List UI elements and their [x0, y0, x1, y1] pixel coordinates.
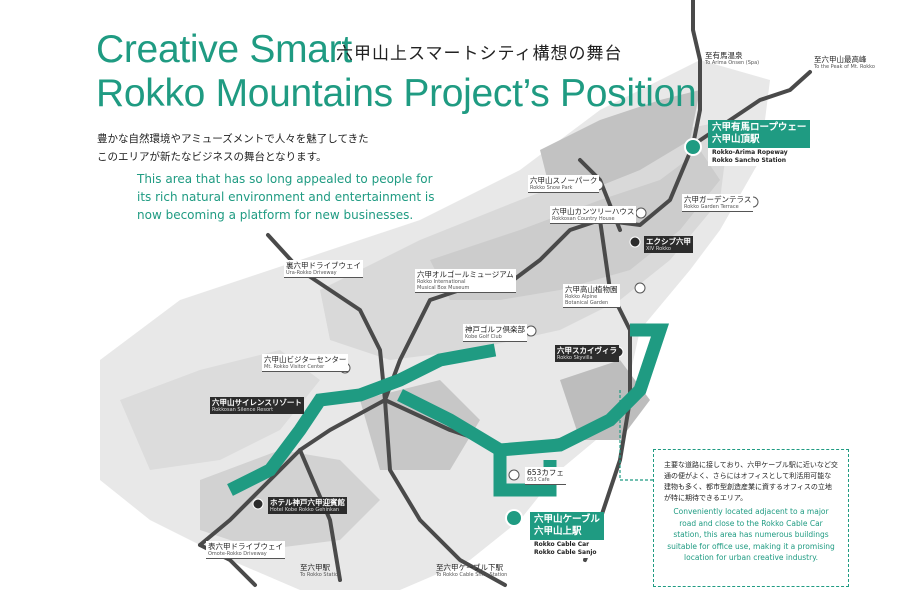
cable-en1: Rokko Cable Car	[534, 541, 590, 548]
terrain-area	[540, 90, 700, 190]
label-summit-jp: 至六甲山最高峰	[814, 55, 867, 64]
road-west-lower	[298, 448, 342, 582]
label-skyvilla: 六甲スカイヴィラ Rokko Skyvilla	[555, 345, 619, 362]
label-summit-en: To the Peak of Mt. Rokko	[814, 64, 875, 70]
label-cable-shita: 至六甲ケーブル下駅 To Rokko Cable Shita Station	[434, 562, 509, 579]
gehinkan-jp: ホテル神戸六甲迎賓館	[270, 498, 345, 507]
label-gehinkan: ホテル神戸六甲迎賓館 Hotel Kobe Rokko Gehinkan	[268, 497, 347, 514]
alpine-en2: Botanical Garden	[565, 300, 609, 306]
xiv-en: XIV Rokko	[646, 246, 671, 252]
ropeway-en1: Rokko-Arima Ropeway	[712, 149, 788, 156]
terrain-area	[430, 150, 720, 300]
station-marker-ropeway	[684, 138, 702, 156]
road-to-arima	[691, 0, 702, 147]
highlight-route-west	[227, 343, 497, 496]
music-box-jp: 六甲オルゴールミュージアム	[417, 270, 514, 279]
highlight-route-east	[397, 323, 670, 457]
cafe-jp: 653カフェ	[527, 468, 564, 477]
intro-jp-line2: このエリアが新たなビジネスの舞台となります。	[97, 151, 327, 163]
golf-jp: 神戸ゴルフ倶楽部	[465, 325, 525, 334]
garden-terrace-jp: 六甲ガーデンテラス	[684, 195, 752, 204]
label-arima-jp: 至有馬温泉	[705, 51, 743, 60]
silence-jp: 六甲山サイレンスリゾート	[212, 398, 302, 407]
label-arima-en: To Arima Onsen (Spa)	[705, 60, 760, 66]
info-box-en: Conveniently located adjacent to a major…	[667, 507, 835, 562]
station-marker-cable	[505, 509, 523, 527]
xiv-jp: エクシブ六甲	[646, 237, 691, 246]
cafe-en: 653 Cafe	[527, 477, 550, 483]
label-arima-onsen: 至有馬温泉 To Arima Onsen (Spa)	[703, 50, 761, 67]
label-ura-drive: 裏六甲ドライブウェイ Ura-Rokko Driveway	[284, 260, 363, 278]
garden-terrace-en: Rokko Garden Terrace	[684, 204, 739, 210]
ropeway-en2: Rokko Sancho Station	[712, 157, 787, 164]
info-box-jp: 主要な道路に接しており、六甲ケーブル駅に近いなど交通の便がよく、さらにはオフィス…	[664, 461, 838, 502]
music-box-en2: Musical Box Museum	[417, 285, 470, 291]
ropeway-jp2: 六甲山頂駅	[712, 134, 760, 145]
title-jp: 六甲山上スマートシティ構想の舞台	[336, 44, 623, 63]
visitor-en: Mt. Rokko Visitor Center	[264, 364, 325, 370]
label-country-house: 六甲山カンツリーハウス Rokkosan Country House	[550, 206, 637, 224]
label-rokko-station: 至六甲駅 To Rokko Station	[298, 562, 343, 579]
ura-en: Ura-Rokko Driveway	[286, 270, 337, 276]
poi-marker-country-house	[635, 207, 647, 219]
title-line2: Rokko Mountains Project’s Position	[96, 72, 697, 115]
label-garden-terrace: 六甲ガーデンテラス Rokko Garden Terrace	[682, 194, 754, 212]
poi-marker-golf	[525, 325, 537, 337]
poi-marker-alpine-garden	[634, 282, 646, 294]
info-leader-line	[619, 390, 653, 481]
music-box-en1: Rokko International	[417, 279, 466, 285]
cable-en: Rokko Cable Car Rokko Cable Sanjo	[530, 540, 604, 558]
road-west	[198, 398, 387, 547]
page-title: Creative Smart 六甲山上スマートシティ構想の舞台 Rokko Mo…	[96, 28, 697, 116]
station-label-ropeway: 六甲有馬ロープウェー 六甲山頂駅 Rokko-Arima Ropeway Rok…	[708, 120, 811, 166]
cable-en2: Rokko Cable Sanjo	[534, 549, 597, 556]
country-house-en: Rokkosan Country House	[552, 216, 615, 222]
road-main-ridge	[383, 143, 695, 402]
label-xiv-rokko: エクシブ六甲 XIV Rokko	[644, 236, 693, 253]
snow-park-jp: 六甲山スノーパーク	[530, 176, 598, 185]
info-box: 主要な道路に接しており、六甲ケーブル駅に近いなど交通の便がよく、さらにはオフィス…	[653, 449, 849, 587]
ropeway-en: Rokko-Arima Ropeway Rokko Sancho Station	[708, 148, 811, 166]
poi-marker-cafe	[508, 469, 520, 481]
label-visitor-center: 六甲山ビジターセンター Mt. Rokko Visitor Center	[262, 354, 349, 372]
intro-jp-line1: 豊かな自然環境やアミューズメントで人々を魅了してきた	[97, 133, 369, 145]
country-house-jp: 六甲山カンツリーハウス	[552, 207, 635, 216]
label-rokko-summit: 至六甲山最高峰 To the Peak of Mt. Rokko	[812, 54, 877, 71]
label-silence-resort: 六甲山サイレンスリゾート Rokkosan Silence Resort	[210, 397, 304, 414]
gehinkan-en: Hotel Kobe Rokko Gehinkan	[270, 507, 340, 513]
label-alpine-garden: 六甲高山植物園 Rokko Alpine Botanical Garden	[563, 284, 620, 308]
hotel-marker-xiv	[629, 236, 641, 248]
road-south	[383, 398, 507, 587]
alpine-jp: 六甲高山植物園	[565, 285, 618, 294]
ropeway-jp1: 六甲有馬ロープウェー	[712, 122, 807, 133]
rokko-station-jp: 至六甲駅	[300, 563, 330, 572]
snow-park-en: Rokko Snow Park	[530, 185, 573, 191]
omote-jp: 表六甲ドライブウェイ	[208, 542, 283, 551]
label-golf-club: 神戸ゴルフ倶楽部 Kobe Golf Club	[463, 324, 527, 342]
ura-jp: 裏六甲ドライブウェイ	[286, 261, 361, 270]
alpine-en1: Rokko Alpine	[565, 294, 598, 300]
silence-en: Rokkosan Silence Resort	[212, 407, 274, 413]
omote-en: Omote-Rokko Driveway	[208, 551, 267, 557]
skyvilla-en: Rokko Skyvilla	[557, 355, 593, 361]
rokko-station-en: To Rokko Station	[300, 572, 342, 578]
intro-en: This area that has so long appealed to p…	[137, 172, 435, 222]
station-label-cable: 六甲山ケーブル 六甲山上駅 Rokko Cable Car Rokko Cabl…	[530, 512, 604, 558]
label-omote-drive: 表六甲ドライブウェイ Omote-Rokko Driveway	[206, 541, 285, 559]
visitor-jp: 六甲山ビジターセンター	[264, 355, 347, 364]
title-line1: Creative Smart	[96, 28, 352, 71]
cable-shita-en: To Rokko Cable Shita Station	[436, 572, 508, 578]
golf-en: Kobe Golf Club	[465, 334, 502, 340]
cable-jp1: 六甲山ケーブル	[534, 514, 600, 525]
intro-jp: 豊かな自然環境やアミューズメントで人々を魅了してきた このエリアが新たなビジネス…	[97, 130, 369, 166]
label-snow-park: 六甲山スノーパーク Rokko Snow Park	[528, 175, 600, 193]
label-music-box: 六甲オルゴールミュージアム Rokko International Musica…	[415, 269, 516, 293]
cable-jp2: 六甲山上駅	[534, 526, 582, 537]
hotel-marker-gehinkan	[252, 498, 264, 510]
skyvilla-jp: 六甲スカイヴィラ	[557, 346, 617, 355]
cable-shita-jp: 至六甲ケーブル下駅	[436, 563, 504, 572]
label-cafe: 653カフェ 653 Cafe	[525, 467, 566, 485]
